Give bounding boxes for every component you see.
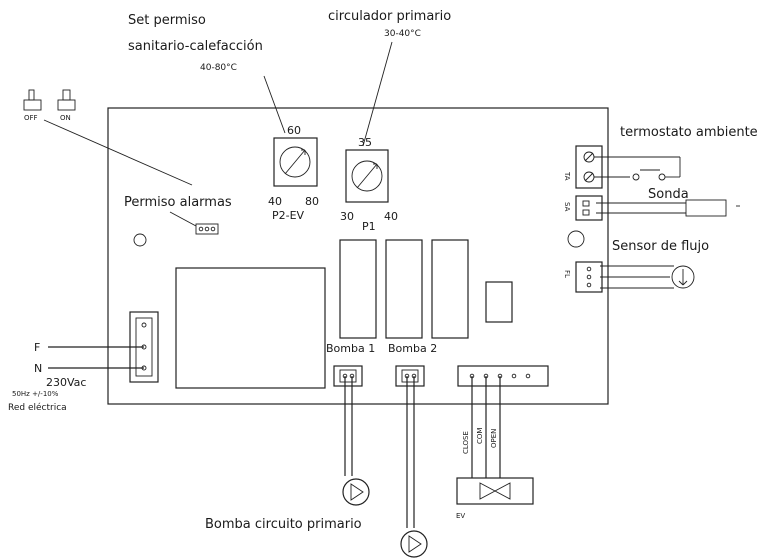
potentiometer-p1: 35 30 40 P1 xyxy=(340,136,398,233)
ev-valve xyxy=(456,477,534,505)
svg-text:TA: TA xyxy=(563,171,571,181)
alarm-switch: OFF ON xyxy=(23,89,76,122)
svg-text:80: 80 xyxy=(305,195,319,208)
label-red-electrica: Red eléctrica xyxy=(8,402,67,413)
mounting-hole-right xyxy=(567,230,585,248)
flow-sensor-icon xyxy=(671,265,695,289)
svg-text:35: 35 xyxy=(358,136,372,149)
sa-connector: SA xyxy=(563,195,603,221)
potentiometer-p2-ev: 60 40 80 P2-EV xyxy=(268,124,319,222)
label-sensor-de-flujo: Sensor de flujo xyxy=(612,239,709,254)
ta-connector: TA xyxy=(563,145,603,189)
pump-1-icon xyxy=(342,478,370,506)
label-termostato-ambiente: termostato ambiente xyxy=(620,125,758,140)
label-bomba-2: Bomba 2 xyxy=(388,342,437,355)
label-set-range: 40-80°C xyxy=(200,63,237,73)
label-set-permiso: Set permiso xyxy=(128,13,206,28)
bomba-1-connector xyxy=(333,365,363,387)
bomba-2-connector xyxy=(395,365,425,387)
fuse xyxy=(485,281,513,323)
svg-text:P2-EV: P2-EV xyxy=(272,209,305,222)
label-voltage: 230Vac xyxy=(46,376,86,389)
relay-2 xyxy=(385,239,423,339)
label-frequency: 50Hz +/-10% xyxy=(12,390,59,398)
label-close: CLOSE xyxy=(462,431,470,454)
mounting-hole xyxy=(133,233,147,247)
label-sanitario-calefaccion: sanitario-calefacción xyxy=(128,39,263,54)
label-on: ON xyxy=(60,114,71,122)
label-circulador-range: 30-40°C xyxy=(384,29,421,39)
svg-text:40: 40 xyxy=(384,210,398,223)
pump-2-icon xyxy=(400,530,428,558)
label-f: F xyxy=(34,341,40,354)
label-circulador-primario: circulador primario xyxy=(328,9,451,24)
relay-1 xyxy=(339,239,377,339)
label-ev: EV xyxy=(456,512,465,520)
svg-text:40: 40 xyxy=(268,195,282,208)
label-off: OFF xyxy=(24,114,38,122)
sonda-probe xyxy=(685,199,727,217)
svg-text:P1: P1 xyxy=(362,220,376,233)
label-n: N xyxy=(34,362,42,375)
label-bomba-1: Bomba 1 xyxy=(326,342,375,355)
relay-3 xyxy=(431,239,469,339)
label-permiso-alarmas: Permiso alarmas xyxy=(124,195,232,210)
label-bomba-circuito-primario: Bomba circuito primario xyxy=(205,517,362,532)
transformer xyxy=(175,267,326,389)
alarm-jumper xyxy=(195,223,219,235)
svg-text:30: 30 xyxy=(340,210,354,223)
fl-connector: FL xyxy=(563,261,603,293)
label-sonda: Sonda xyxy=(648,187,689,202)
svg-text:60: 60 xyxy=(287,124,301,137)
svg-text:SA: SA xyxy=(563,202,571,212)
svg-text:FL: FL xyxy=(563,270,571,278)
label-com: COM xyxy=(476,428,484,444)
label-open: OPEN xyxy=(490,429,498,448)
